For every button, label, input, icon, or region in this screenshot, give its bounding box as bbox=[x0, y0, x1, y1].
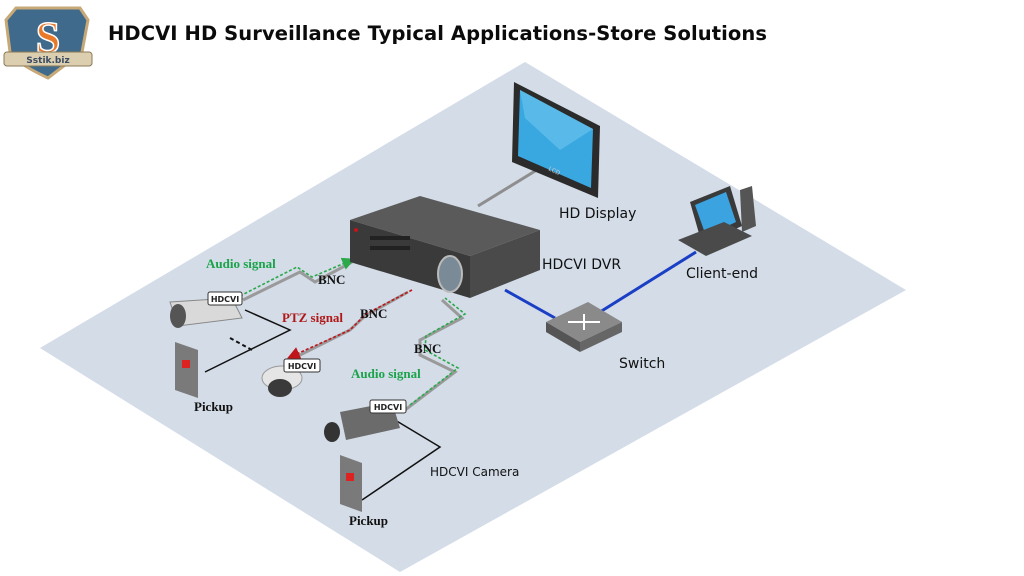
bnc-cable-box bbox=[404, 298, 465, 412]
dvr-lens-icon bbox=[437, 255, 463, 293]
dvr-switch-link bbox=[504, 288, 556, 320]
client-pc bbox=[678, 186, 756, 256]
label-pickup-1: Pickup bbox=[194, 399, 233, 414]
switch-arrows-icon bbox=[568, 314, 600, 330]
pickup-wire-1 bbox=[204, 309, 292, 373]
dvr-device bbox=[350, 196, 540, 298]
label-audio-signal-1: Audio signal bbox=[206, 256, 276, 271]
label-bnc-2: BNC bbox=[360, 306, 387, 321]
dome-camera-tag: HDCVI bbox=[288, 362, 316, 371]
lcd-display: LCD bbox=[512, 82, 600, 198]
bullet-camera: HDCVI bbox=[169, 291, 243, 328]
site-logo: S Sstik.biz bbox=[3, 6, 93, 80]
logo-ribbon bbox=[3, 51, 93, 67]
dvr-display-link bbox=[477, 166, 541, 208]
label-pickup-2: Pickup bbox=[349, 513, 388, 528]
box-camera-tag: HDCVI bbox=[374, 403, 402, 412]
ptz-line bbox=[287, 289, 413, 359]
label-bnc-3: BNC bbox=[414, 341, 441, 356]
pickup-device-1 bbox=[175, 342, 198, 398]
lcd-label: LCD bbox=[547, 166, 561, 178]
label-ptz-signal: PTZ signal bbox=[282, 310, 343, 325]
floor-plane bbox=[40, 62, 906, 572]
box-camera: HDCVI bbox=[324, 399, 407, 442]
dome-camera: HDCVI bbox=[261, 358, 321, 397]
pickup-device-2 bbox=[340, 455, 362, 512]
bullet-camera-tag: HDCVI bbox=[211, 295, 239, 304]
bnc-cable-dome bbox=[289, 290, 409, 362]
label-switch: Switch bbox=[619, 356, 665, 372]
pickup-wire-2 bbox=[361, 419, 442, 501]
label-audio-signal-2: Audio signal bbox=[351, 366, 421, 381]
switch-device bbox=[546, 302, 622, 352]
label-hdcvi-camera: HDCVI Camera bbox=[430, 465, 519, 479]
label-bnc-1: BNC bbox=[318, 272, 345, 287]
bnc-cable-bullet bbox=[242, 260, 353, 302]
logo-text: Sstik.biz bbox=[26, 56, 69, 66]
label-hd-display: HD Display bbox=[559, 206, 636, 222]
audio-line-2 bbox=[409, 297, 467, 406]
label-client-end: Client-end bbox=[686, 266, 758, 282]
label-hdcvi-dvr: HDCVI DVR bbox=[542, 257, 621, 273]
audio-line-1 bbox=[239, 257, 355, 297]
page-title: HDCVI HD Surveillance Typical Applicatio… bbox=[108, 22, 768, 45]
switch-client-link bbox=[599, 250, 697, 314]
